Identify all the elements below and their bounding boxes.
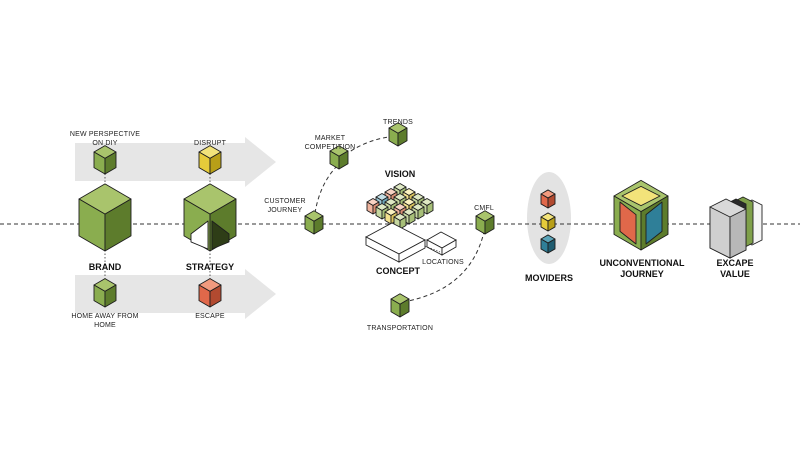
strategy-notch-left	[190, 220, 209, 250]
cube-escape	[198, 278, 222, 308]
label-home-away: HOME AWAY FROM	[71, 313, 138, 320]
vision-mini-right	[408, 211, 416, 225]
cube-right-face	[547, 216, 556, 232]
cube-transportation	[390, 293, 410, 318]
vision-mini-right	[426, 201, 434, 215]
top-arrow	[75, 137, 276, 187]
label-market: MARKET	[315, 135, 346, 142]
label-home: HOME	[94, 322, 116, 329]
arc-to-cmfl	[402, 231, 485, 303]
cube-movider-teal	[540, 234, 556, 254]
label-brand: BRAND	[89, 262, 122, 272]
label-journey: JOURNEY	[268, 207, 303, 214]
label-moviders: MOVIDERS	[525, 273, 573, 283]
label-transportation: TRANSPORTATION	[367, 325, 433, 332]
cube-right-face	[399, 298, 410, 318]
label-cmfl: CMFL	[474, 205, 494, 212]
cube-right-face	[209, 284, 222, 308]
cube-customer-journey	[304, 210, 324, 235]
label-locations: LOCATIONS	[422, 259, 464, 266]
cube-home-away	[93, 278, 117, 308]
label-strategy: STRATEGY	[186, 262, 234, 272]
cube-movider-yellow	[540, 212, 556, 232]
label-concept: CONCEPT	[376, 266, 421, 276]
cube-movider-orange	[540, 189, 556, 209]
label-trends: TRENDS	[383, 119, 413, 126]
cube-right-face	[104, 198, 132, 252]
label-disrupt: DISRUPT	[194, 140, 227, 147]
cube-new-perspective	[93, 145, 117, 175]
cube-right-face	[104, 284, 117, 308]
cube-right-face	[104, 151, 117, 175]
label-escape: ESCAPE	[195, 313, 225, 320]
uj-left-window	[619, 201, 637, 245]
label-customer: CUSTOMER	[264, 198, 306, 205]
cube-cmfl	[475, 210, 495, 235]
uj-right-window	[645, 201, 663, 245]
label-unconventional: UNCONVENTIONAL	[600, 258, 686, 268]
cube-market-competition	[329, 145, 349, 170]
cube-right-face	[484, 215, 495, 235]
cube-right-face	[338, 150, 349, 170]
bottom-arrow	[75, 269, 276, 319]
label-competition: COMPETITION	[305, 144, 356, 151]
cube-right-face	[209, 151, 222, 175]
label-unconventional-journey: JOURNEY	[620, 269, 664, 279]
cube-right-face	[547, 238, 556, 254]
cube-trends	[388, 122, 408, 147]
locations-pointer	[424, 245, 441, 253]
label-new-perspective: NEW PERSPECTIVE	[70, 131, 140, 138]
label-value: VALUE	[720, 269, 750, 279]
brand-cube	[78, 183, 132, 252]
label-on-diy: ON DIY	[92, 140, 117, 147]
arc-to-market	[313, 164, 339, 221]
strategy-block	[183, 183, 237, 252]
cube-right-face	[547, 193, 556, 209]
strategy-notch-right	[211, 220, 230, 250]
cube-right-face	[397, 127, 408, 147]
vision-cube-cluster	[366, 183, 434, 230]
label-vision: VISION	[385, 169, 416, 179]
label-excape: EXCAPE	[716, 258, 753, 268]
unconventional-journey-cube	[613, 179, 669, 251]
excape-value-panels	[709, 196, 763, 259]
concept-building	[365, 222, 457, 263]
cube-right-face	[313, 215, 324, 235]
cube-disrupt	[198, 145, 222, 175]
vision-mini-right	[417, 206, 425, 220]
uj-top-window	[621, 185, 661, 207]
